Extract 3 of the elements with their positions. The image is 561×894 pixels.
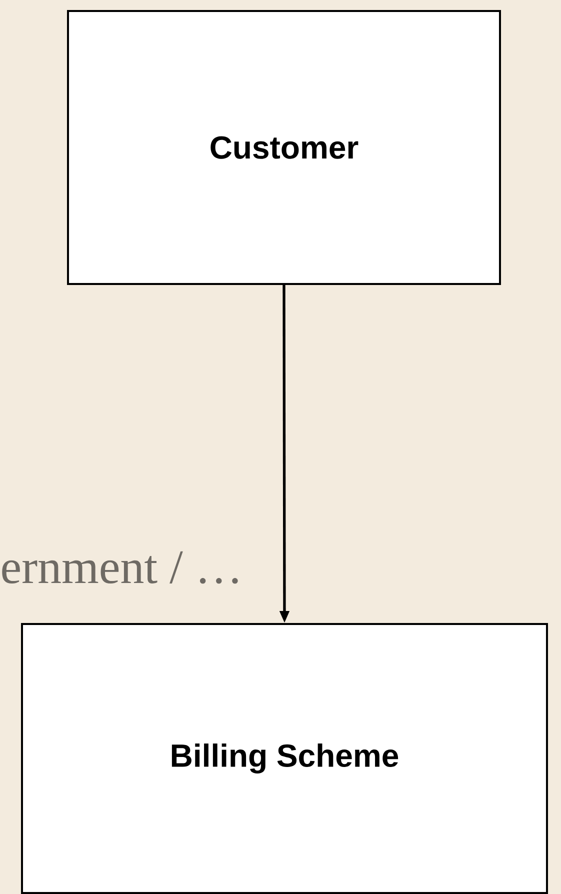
process-box: Billing Scheme — [21, 623, 548, 894]
process-box: Customer — [67, 10, 501, 285]
slide-text: ernment / … — [2, 551, 238, 584]
